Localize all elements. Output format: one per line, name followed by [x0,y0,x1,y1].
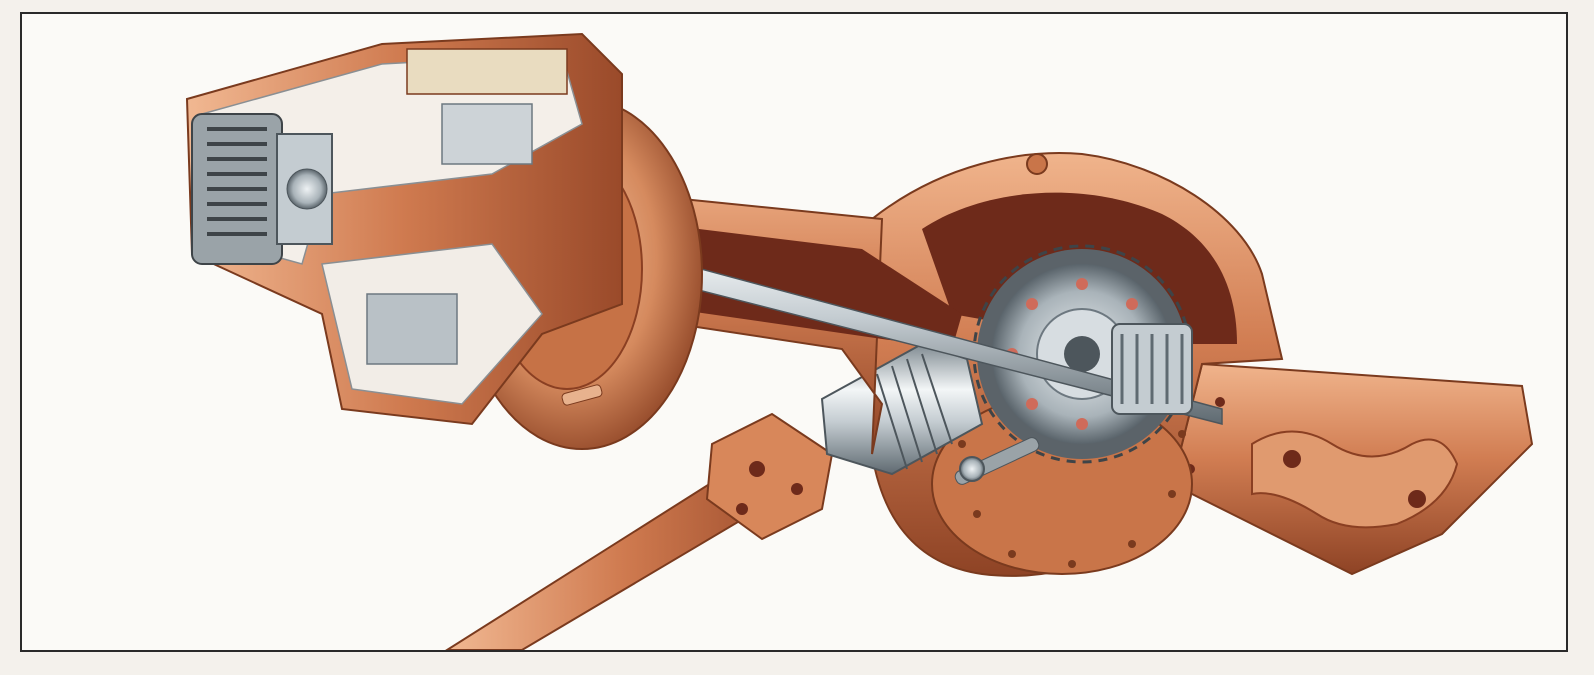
propeller-shaft [445,412,834,650]
illustration-frame [20,12,1568,652]
spring-mounting-pad [1251,430,1459,529]
pinion-gear [820,342,1040,485]
brake-lining [406,48,568,95]
hub-reduction-gears [191,113,333,265]
right-axle-housing [1170,362,1534,576]
brake-shoe [366,293,458,365]
differential-side-bearing [1111,323,1193,415]
axle-cutaway-illustration [185,32,1534,650]
breather-plug [1026,153,1048,175]
